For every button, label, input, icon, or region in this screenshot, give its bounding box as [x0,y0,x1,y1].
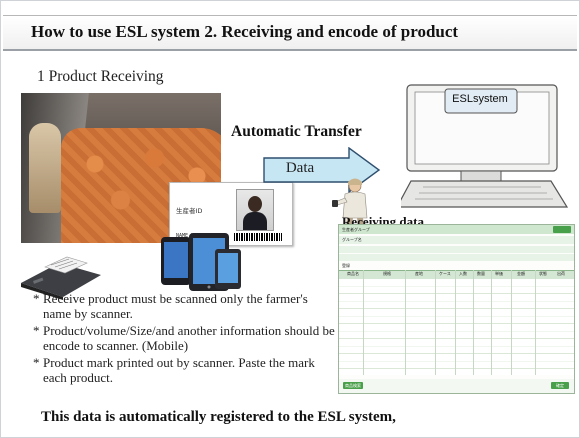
screenshot-register-label: 登録 [342,263,350,268]
bullet-text: Product mark printed out by scanner. Pas… [43,355,315,385]
farmer-photo [236,189,274,231]
screenshot-footer [339,379,574,393]
bullet-item: * Receive product must be scanned only t… [33,291,337,321]
bullet-text: Receive product must be scanned only the… [43,291,308,321]
title-bar [3,15,577,51]
section-heading: 1 Product Receiving [37,68,164,85]
bullet-marker: * [33,355,40,370]
worker-figure [29,123,61,213]
screenshot-option-bar-2 [339,254,574,261]
screenshot-group-label: グループ名 [342,237,362,242]
bullet-text: Product/volume/Size/and another informat… [43,323,335,353]
label-printer-icon [21,256,101,300]
screenshot-left-button [343,382,363,389]
bullet-item: * Product mark printed out by scanner. P… [33,355,337,385]
bullet-marker: * [33,323,40,338]
automatic-transfer-label: Automatic Transfer [231,123,362,140]
screenshot-group-bar [339,236,574,244]
mobile-devices-icon [161,233,241,291]
screenshot-right-button [551,382,569,389]
id-card-label: 生産者ID [176,207,203,215]
screenshot-table-gridlines [339,270,574,375]
screenshot-filter-bar [339,225,574,234]
screenshot-left-button-label: 商品検索 [345,383,361,388]
bullet-marker: * [33,291,40,306]
receiving-data-screenshot: 生産者グループ グループ名 登録 商品名 規格 産地 ケース 入数 数量 単価 … [338,224,575,394]
barcode-icon [234,233,282,241]
footer-statement: This data is automatically registered to… [41,409,396,425]
screenshot-right-button-label: 確定 [556,383,564,388]
bullet-item: * Product/volume/Size/and another inform… [33,323,337,353]
farmer-head [248,196,262,212]
computer-monitor-icon [401,84,569,208]
screenshot-top-button [553,226,571,233]
bullet-list: * Receive product must be scanned only t… [33,291,337,387]
esl-system-logo: ESLsystem [452,93,508,105]
screenshot-filter-label: 生産者グループ [342,227,370,232]
screenshot-option-bar [339,246,574,253]
slide-title: How to use ESL system 2. Receiving and e… [31,22,459,41]
farmer-body [243,212,267,230]
arrow-data-label: Data [285,160,315,176]
